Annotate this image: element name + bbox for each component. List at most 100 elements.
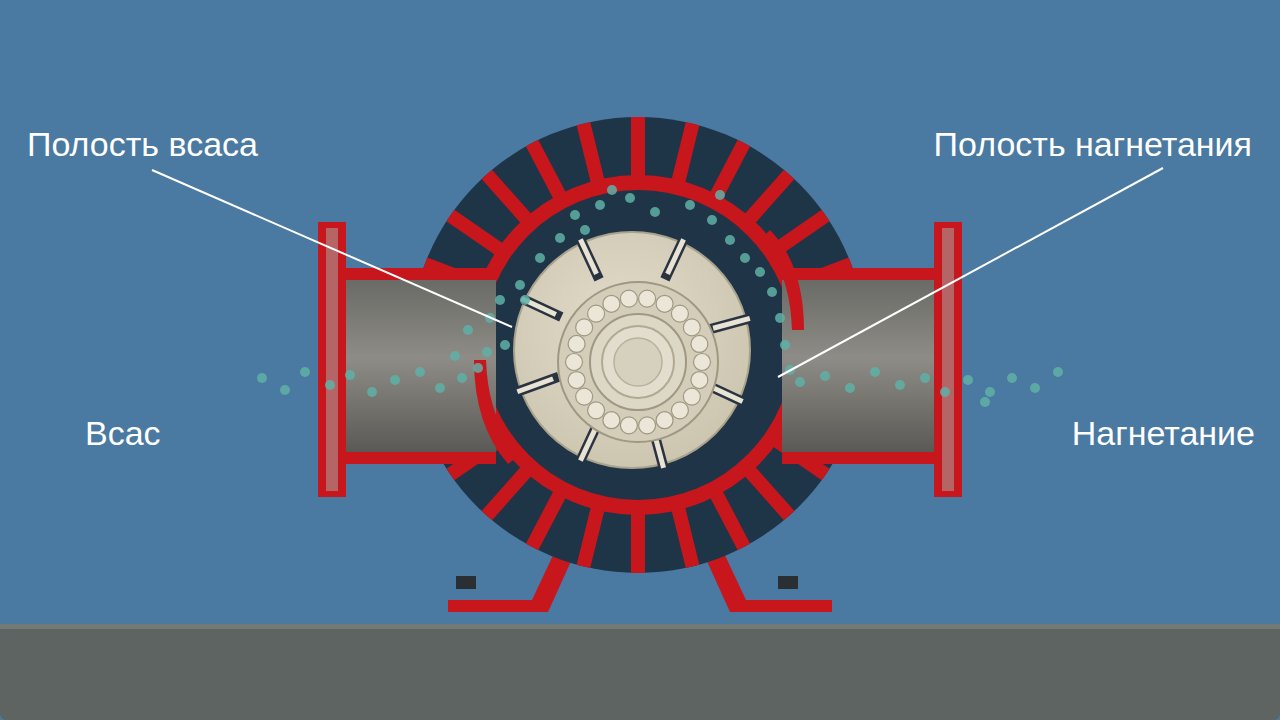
fluid-particle: [920, 373, 930, 383]
fluid-particle: [940, 387, 950, 397]
fluid-particle: [740, 253, 750, 263]
bearing-ball: [568, 372, 585, 389]
fluid-particle: [985, 387, 995, 397]
fluid-particle: [755, 267, 765, 277]
fluid-particle: [1007, 373, 1017, 383]
fluid-particle: [1030, 383, 1040, 393]
fluid-particle: [300, 367, 310, 377]
bolt-block: [456, 576, 476, 589]
fluid-particle: [650, 207, 660, 217]
fluid-particle: [595, 200, 605, 210]
bearing-ball: [656, 412, 673, 429]
callout-label: Полость всаса: [27, 124, 258, 164]
suction-port-lip: [474, 360, 520, 464]
fluid-particle: [367, 387, 377, 397]
bearing-ball: [620, 417, 637, 434]
fluid-particle: [520, 295, 530, 305]
vane: [519, 294, 563, 322]
fluid-particle: [435, 383, 445, 393]
bearing-ball: [588, 305, 605, 322]
bearing-outer-race: [558, 282, 718, 442]
fluid-particle: [390, 375, 400, 385]
cooling-fin: [577, 505, 605, 569]
vane-slot: [577, 239, 604, 281]
cooling-fin: [671, 505, 699, 569]
vane-blade: [665, 238, 686, 275]
fluid-particle: [845, 383, 855, 393]
bearing-ball: [566, 354, 583, 371]
leader-line: [152, 170, 512, 327]
bearing-ball: [694, 354, 711, 371]
cooling-fin: [743, 170, 795, 226]
leader-line: [778, 168, 1163, 377]
cooling-fin: [446, 210, 505, 257]
fluid-particle: [580, 225, 590, 235]
fluid-particle: [963, 375, 973, 385]
shaft: [602, 326, 674, 398]
cooling-fin: [631, 117, 645, 179]
bearing-ball: [671, 305, 688, 322]
fluid-particle: [463, 325, 473, 335]
cooling-fin: [631, 511, 645, 573]
bearing-ball: [671, 402, 688, 419]
pipe-wall: [782, 452, 934, 464]
discharge-port-lip: [760, 230, 804, 330]
fluid-particle: [570, 210, 580, 220]
fluid-particle: [895, 380, 905, 390]
fluid-particle: [780, 340, 790, 350]
fluid-particle: [257, 373, 267, 383]
fluid-particle: [685, 200, 695, 210]
fluid-particle: [795, 377, 805, 387]
fluid-particle: [515, 280, 525, 290]
callout-label: Нагнетание: [1072, 413, 1255, 453]
fluid-particle: [500, 340, 510, 350]
fluid-particle: [457, 373, 467, 383]
cooling-fin: [482, 170, 534, 226]
fluid-particle: [482, 347, 492, 357]
fluid-particle: [775, 313, 785, 323]
bearing-balls: [566, 290, 711, 434]
cooling-fin: [482, 465, 534, 521]
bearing-ball: [576, 319, 593, 336]
bearing-ball: [603, 295, 620, 312]
rotor: [514, 232, 750, 468]
suction-flange: [318, 222, 346, 497]
cooling-fin: [526, 140, 567, 201]
bearing-ball: [691, 372, 708, 389]
fluid-particle: [1053, 367, 1063, 377]
vane-blade: [578, 238, 599, 275]
cooling-fin: [577, 122, 605, 186]
vane-slot: [660, 239, 687, 281]
bearing-ball: [683, 319, 700, 336]
vane-blade: [712, 316, 750, 331]
cooling-fin: [671, 122, 699, 186]
flange-face: [326, 228, 338, 491]
fluid-particle: [345, 370, 355, 380]
fluid-particle: [625, 193, 635, 203]
fluid-particle: [607, 185, 617, 195]
ground-slab: [0, 624, 1280, 720]
bearing-ball: [576, 388, 593, 405]
fluid-particle: [450, 351, 460, 361]
fluid-particle: [415, 367, 425, 377]
fluid-particle: [820, 371, 830, 381]
fluid-particle: [725, 235, 735, 245]
bearing-ball: [588, 402, 605, 419]
fluid-particle: [325, 380, 335, 390]
ground-edge: [0, 624, 1280, 629]
bearing-ball: [691, 335, 708, 352]
vane-blade: [517, 376, 554, 394]
shaft-end: [614, 338, 662, 386]
bearing-ball: [639, 417, 656, 434]
bearing-ball: [620, 290, 637, 307]
pipe-wall: [782, 268, 934, 280]
fluid-particle: [280, 385, 290, 395]
bearing-ball: [656, 295, 673, 312]
fluid-particle: [473, 363, 483, 373]
fluid-particle: [870, 367, 880, 377]
vane: [660, 237, 688, 281]
callout-label: Всас: [85, 413, 161, 453]
fluid-particle: [495, 295, 505, 305]
pipe-wall: [346, 452, 496, 464]
